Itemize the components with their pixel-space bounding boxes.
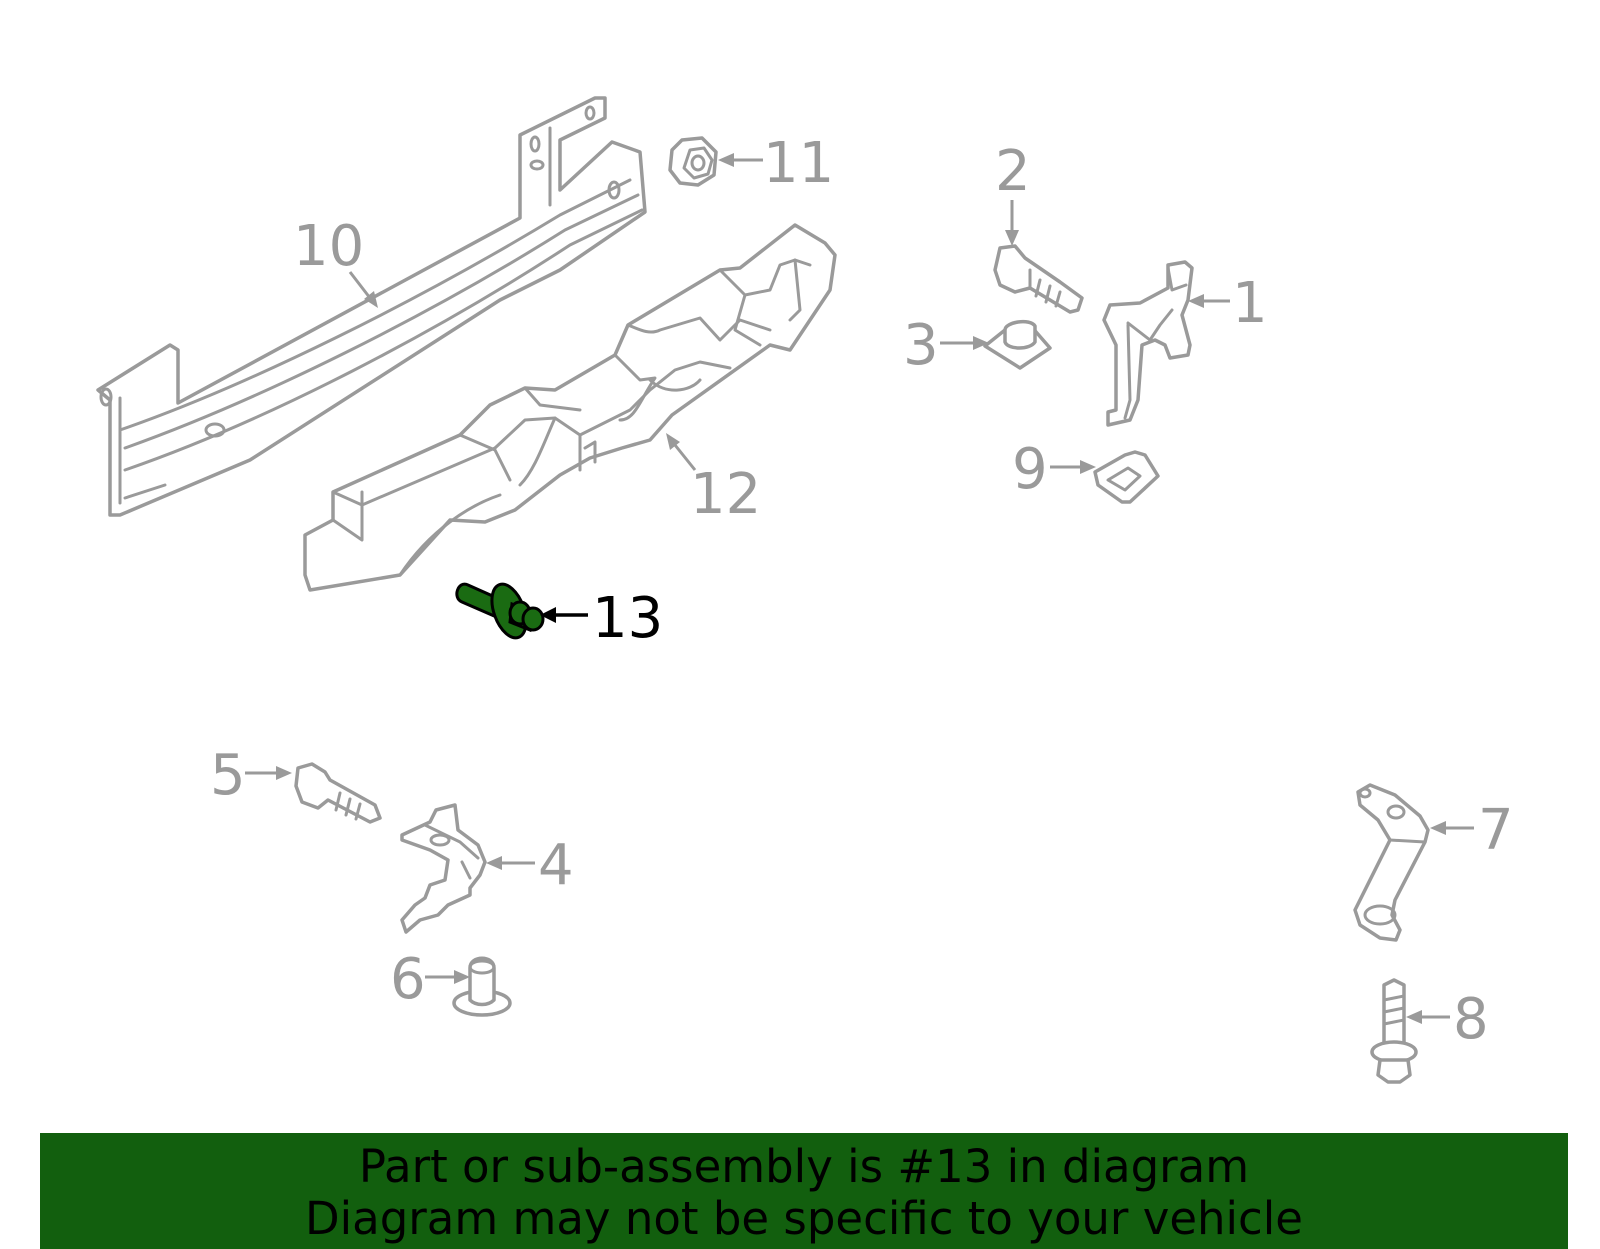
part-9-retainer — [1093, 450, 1160, 504]
part-13-bolt-highlighted — [455, 582, 545, 640]
callout-2: 2 — [995, 139, 1031, 204]
callout-10: 10 — [293, 214, 364, 279]
part-4-bracket — [400, 803, 487, 934]
callout-9: 9 — [1012, 437, 1048, 502]
callout-6: 6 — [390, 947, 426, 1012]
part-7-bracket — [1353, 783, 1430, 942]
callout-3: 3 — [903, 313, 939, 378]
callout-arrows — [245, 153, 1474, 1024]
info-banner: Part or sub-assembly is #13 in diagram D… — [40, 1133, 1568, 1249]
callout-4: 4 — [538, 833, 574, 898]
callout-1: 1 — [1232, 271, 1268, 336]
callout-8: 8 — [1453, 987, 1489, 1052]
part-2-bolt — [993, 244, 1084, 314]
part-3-clip-nut — [983, 319, 1052, 370]
part-5-bolt — [294, 762, 382, 824]
callout-7: 7 — [1478, 798, 1514, 863]
part-12-energy-absorber — [303, 223, 837, 592]
banner-line-2: Diagram may not be specific to your vehi… — [305, 1192, 1303, 1245]
callout-11: 11 — [763, 131, 834, 196]
callout-5: 5 — [210, 743, 246, 808]
part-1-bracket — [1102, 260, 1194, 427]
part-8-bolt — [1370, 978, 1418, 1084]
part-10-reinforcement-bar — [96, 96, 647, 517]
callout-labels: 1 2 3 4 5 6 7 8 9 10 11 12 13 — [210, 131, 1514, 1052]
banner-line-1: Part or sub-assembly is #13 in diagram — [358, 1140, 1250, 1193]
part-11-nut — [668, 136, 718, 187]
callout-12: 12 — [690, 462, 761, 527]
callout-13: 13 — [592, 586, 663, 651]
part-6-clip — [452, 956, 512, 1017]
